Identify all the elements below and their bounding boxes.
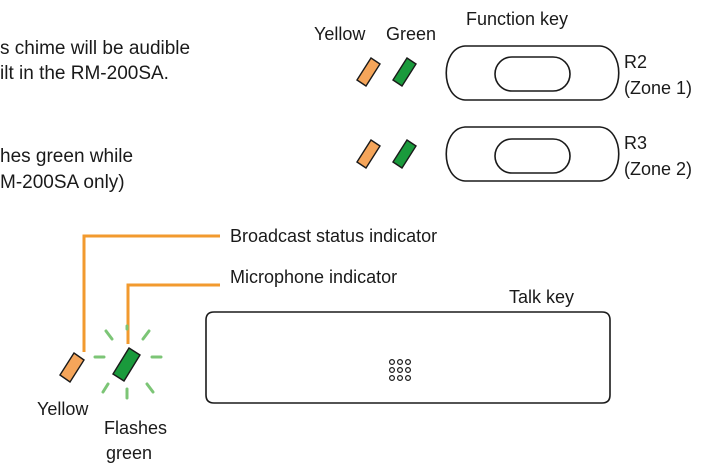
broadcast-leader-line — [82, 234, 220, 352]
led-r3-yellow — [356, 139, 381, 169]
function-key-r3[interactable] — [445, 126, 620, 182]
led-r2-green — [392, 57, 417, 87]
intro-text-line-1: s chime will be audible — [0, 38, 191, 59]
microphone-grille-icon — [389, 359, 412, 382]
intro-text-line-2: ilt in the RM-200SA. — [0, 63, 169, 84]
intro-text-line-3: hes green while — [0, 146, 134, 167]
intro-text-line-4: M-200SA only) — [0, 172, 125, 193]
mic-leader-line — [126, 283, 220, 344]
microphone-indicator-label: Microphone indicator — [230, 267, 398, 287]
flash-rays — [93, 324, 163, 400]
column-label-yellow: Yellow — [314, 24, 366, 44]
function-key-r2-button[interactable] — [494, 56, 571, 92]
function-key-title: Function key — [466, 9, 569, 29]
function-key-r2[interactable] — [445, 45, 620, 101]
flashes-label-line-1: Flashes — [104, 418, 168, 438]
function-key-r3-button[interactable] — [494, 138, 571, 174]
r3-name: R3 — [624, 133, 648, 153]
microphone-indicator-led — [112, 347, 141, 382]
led-r2-yellow — [356, 57, 381, 87]
flashes-label-line-2: green — [106, 443, 153, 463]
r2-zone: (Zone 1) — [624, 78, 693, 98]
broadcast-status-led — [59, 352, 85, 383]
talk-key[interactable] — [205, 311, 611, 404]
yellow-led-label: Yellow — [37, 399, 89, 419]
r2-name: R2 — [624, 52, 648, 72]
column-label-green: Green — [386, 24, 437, 44]
broadcast-status-label: Broadcast status indicator — [230, 226, 438, 246]
talk-key-label: Talk key — [509, 287, 575, 307]
led-r3-green — [392, 139, 417, 169]
r3-zone: (Zone 2) — [624, 159, 693, 179]
